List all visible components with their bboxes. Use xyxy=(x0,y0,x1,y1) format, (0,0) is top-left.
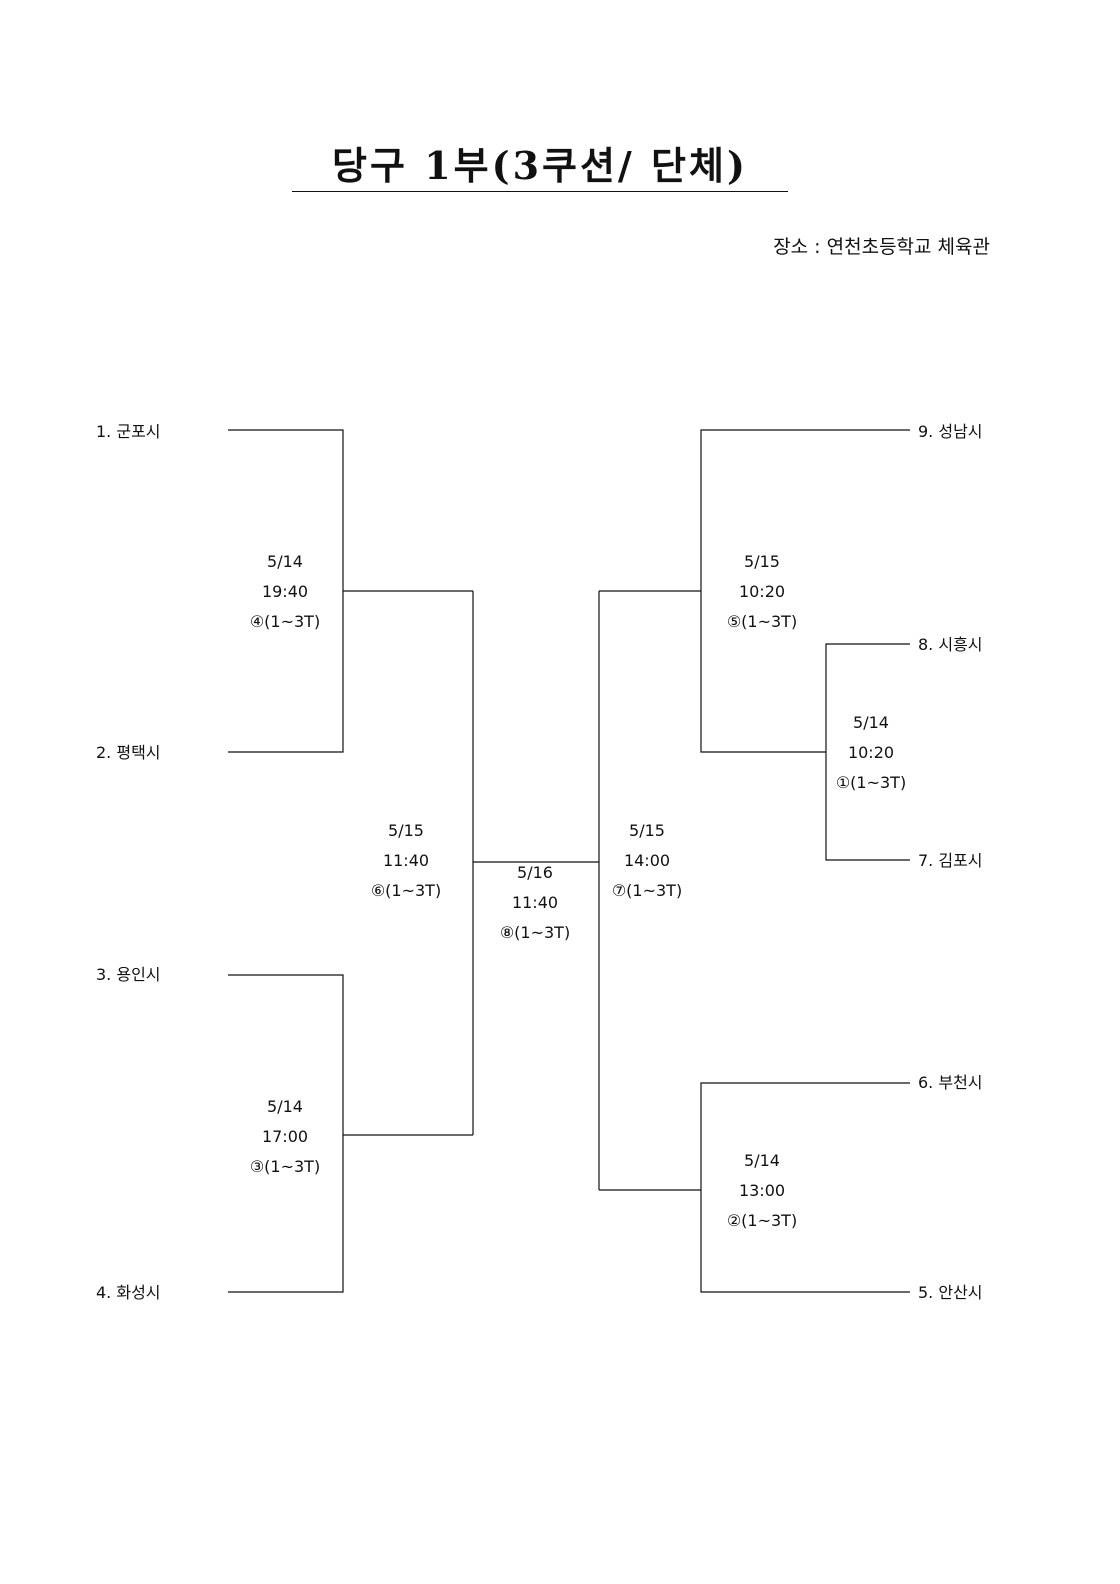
match-2-date: 5/14 xyxy=(744,1151,780,1170)
title-underline xyxy=(292,191,788,192)
team-5: 5. 안산시 xyxy=(918,1283,983,1302)
team-7: 7. 김포시 xyxy=(918,851,983,870)
match-3-time: 17:00 xyxy=(261,1127,309,1146)
match-4-table: ④(1~3T) xyxy=(249,612,321,631)
bracket-line-match-1 xyxy=(825,643,910,861)
team-1: 1. 군포시 xyxy=(96,422,161,441)
match-3-table: ③(1~3T) xyxy=(249,1157,321,1176)
bracket-line-match-5 xyxy=(700,429,910,753)
match-3-date: 5/14 xyxy=(267,1097,303,1116)
match-5-info: 5/15 10:20 ⑤(1~3T) xyxy=(707,547,817,637)
match-2-info: 5/14 13:00 ②(1~3T) xyxy=(707,1146,817,1236)
match-8-time: 11:40 xyxy=(511,893,559,912)
match-1-time: 10:20 xyxy=(847,743,895,762)
match-4-time: 19:40 xyxy=(261,582,309,601)
match-4-date: 5/14 xyxy=(267,552,303,571)
match-5-date: 5/15 xyxy=(744,552,780,571)
venue-label: 장소 : 연천초등학교 체육관 xyxy=(773,236,990,258)
match-7-date: 5/15 xyxy=(629,821,665,840)
bracket-line-match-2 xyxy=(700,1082,910,1293)
match-1-table: ①(1~3T) xyxy=(835,773,907,792)
team-3: 3. 용인시 xyxy=(96,965,161,984)
match-1-date: 5/14 xyxy=(853,713,889,732)
match-6-date: 5/15 xyxy=(388,821,424,840)
match-8-table: ⑧(1~3T) xyxy=(499,923,571,942)
match-2-table: ②(1~3T) xyxy=(726,1211,798,1230)
match-6-info: 5/15 11:40 ⑥(1~3T) xyxy=(351,816,461,906)
match-5-time: 10:20 xyxy=(738,582,786,601)
match-3-info: 5/14 17:00 ③(1~3T) xyxy=(230,1092,340,1182)
team-4: 4. 화성시 xyxy=(96,1283,161,1302)
bracket-line-match-3 xyxy=(228,974,344,1293)
match-1-info: 5/14 10:20 ①(1~3T) xyxy=(816,708,926,798)
match-5-table: ⑤(1~3T) xyxy=(726,612,798,631)
match-2-time: 13:00 xyxy=(738,1181,786,1200)
page-title: 당구 1부(3쿠션/ 단체) xyxy=(332,143,748,188)
team-6: 6. 부천시 xyxy=(918,1073,983,1092)
team-8: 8. 시흥시 xyxy=(918,635,983,654)
match-4-info: 5/14 19:40 ④(1~3T) xyxy=(230,547,340,637)
match-8-info: 5/16 11:40 ⑧(1~3T) xyxy=(480,858,590,948)
match-7-time: 14:00 xyxy=(623,851,671,870)
match-7-info: 5/15 14:00 ⑦(1~3T) xyxy=(592,816,702,906)
match-8-date: 5/16 xyxy=(517,863,553,882)
team-2: 2. 평택시 xyxy=(96,743,161,762)
team-9: 9. 성남시 xyxy=(918,422,983,441)
match-6-table: ⑥(1~3T) xyxy=(370,881,442,900)
match-7-table: ⑦(1~3T) xyxy=(611,881,683,900)
match-6-time: 11:40 xyxy=(382,851,430,870)
